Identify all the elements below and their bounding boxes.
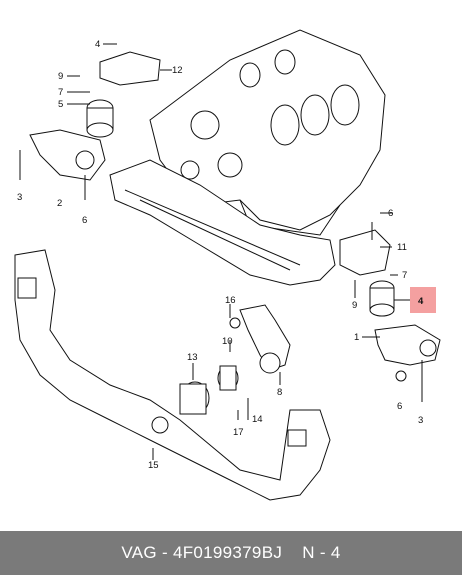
position-number: 4 xyxy=(330,543,341,562)
label-5: 5 xyxy=(58,99,63,110)
label-15: 15 xyxy=(148,460,159,471)
transmission-mount-assembly xyxy=(179,304,291,420)
brand-label: VAG xyxy=(121,543,157,562)
left-mount-assembly xyxy=(19,51,161,200)
label-2: 2 xyxy=(57,198,62,209)
label-13: 13 xyxy=(187,352,198,363)
label-9-left: 9 xyxy=(58,71,63,82)
label-12: 12 xyxy=(172,65,183,76)
footer-separator-2: N - xyxy=(282,543,331,562)
label-14: 14 xyxy=(252,414,263,425)
part-number: 4F0199379BJ xyxy=(172,543,283,562)
label-7-left: 7 xyxy=(58,87,63,98)
subframe xyxy=(14,249,331,501)
label-3-left: 3 xyxy=(17,192,22,203)
right-mount-assembly xyxy=(339,222,441,402)
label-7-right: 7 xyxy=(402,270,407,281)
callouts: 4 9 7 5 12 3 2 6 6 11 7 9 4 1 6 3 16 10 … xyxy=(17,39,424,471)
footer-separator-1: - xyxy=(156,543,173,562)
oil-pan xyxy=(109,159,336,286)
label-9-right: 9 xyxy=(352,300,357,311)
footer-bar: VAG - 4F0199379BJ N - 4 xyxy=(0,531,462,575)
label-1: 1 xyxy=(354,332,359,343)
label-3-right: 3 xyxy=(418,415,423,426)
label-11: 11 xyxy=(397,242,407,253)
leader-lines xyxy=(67,43,436,460)
highlight-box xyxy=(410,287,436,313)
label-6-left: 6 xyxy=(82,215,87,226)
label-6-right-bottom: 6 xyxy=(397,401,402,412)
label-10: 10 xyxy=(222,336,233,347)
label-4: 4 xyxy=(418,296,424,307)
label-16: 16 xyxy=(225,295,236,306)
label-17: 17 xyxy=(233,427,244,438)
label-8: 8 xyxy=(277,387,282,398)
label-6-top: 4 xyxy=(95,39,100,50)
label-6-right-top: 6 xyxy=(388,208,393,219)
engine-block xyxy=(149,29,386,236)
